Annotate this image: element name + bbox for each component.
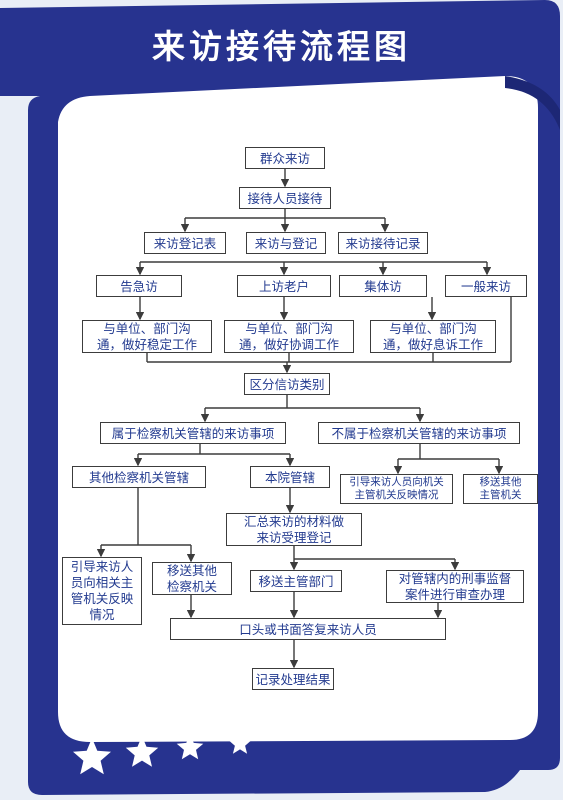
node-summary-register: 汇总来访的材料做 来访受理登记 [226,513,362,546]
node-this-court: 本院管辖 [250,466,330,488]
node-guide-visitor: 引导来访人 员向相关主 管机关反映 情况 [62,557,142,625]
star-icon [73,738,111,775]
node-transfer-procuratorate: 移送其他 检察机关 [152,562,232,595]
node-procuratorate-jurisdiction: 属于检察机关管辖的来访事项 [100,422,286,444]
node-public-visit: 群众来访 [245,147,325,169]
node-visit-and-register: 来访与登记 [246,232,326,254]
star-icon [228,732,252,754]
frame-swoosh [505,76,560,130]
star-icon [176,734,204,760]
node-group-visit: 集体访 [339,275,427,297]
node-reply-visitor: 口头或书面答复来访人员 [170,618,446,640]
node-non-procuratorate-jurisdiction: 不属于检察机关管辖的来访事项 [318,422,520,444]
node-visit-register: 来访登记表 [144,232,226,254]
node-criminal-review: 对管辖内的刑事监督 案件进行审查办理 [386,570,524,603]
node-settlement-work: 与单位、部门沟 通，做好息诉工作 [370,320,496,353]
node-repeat-petitioner: 上访老户 [237,275,331,297]
star-icon [125,736,159,767]
node-classify-petition: 区分信访类别 [244,373,330,395]
node-coordination-work: 与单位、部门沟 通，做好协调工作 [224,320,354,353]
node-other-procuratorate: 其他检察机关管辖 [72,466,206,488]
node-general-visit: 一般来访 [445,275,527,297]
node-record-result: 记录处理结果 [252,668,334,690]
node-transfer-department: 移送主管部门 [250,570,342,592]
page-title: 来访接待流程图 [152,27,411,66]
node-guide-to-authority: 引导来访人员向机关 主管机关反映情况 [340,474,453,504]
node-reception-staff: 接待人员接待 [239,187,331,209]
node-stability-work: 与单位、部门沟 通，做好稳定工作 [82,320,212,353]
node-urgent-visit: 告急访 [96,275,182,297]
node-reception-record: 来访接待记录 [338,232,428,254]
node-transfer-authority: 移送其他 主管机关 [463,474,538,504]
